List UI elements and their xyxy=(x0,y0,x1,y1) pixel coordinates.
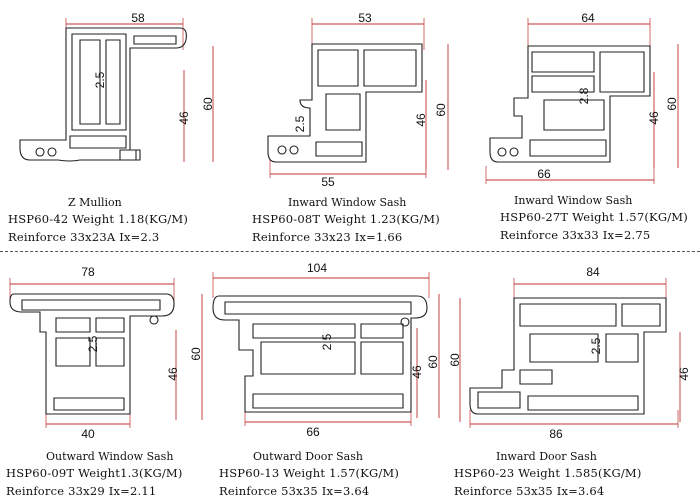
profile-drawing: 58 60 46 2.5 xyxy=(19,11,215,162)
profile-code-weight: HSP60-13 Weight 1.57(KG/M) xyxy=(219,466,400,480)
dim-height: 60 xyxy=(448,353,462,367)
dim-mid: 46 xyxy=(410,365,424,379)
dim-height: 60 xyxy=(665,97,679,111)
profile-panel-outward-window-sash: 78 60 46 2.5 40 Outward Window Sash HSP6… xyxy=(0,258,210,500)
profile-panel-inward-window-sash-27t: 64 60 46 2.8 66 Inward Window Sash HSP60… xyxy=(470,0,700,250)
dim-height: 60 xyxy=(434,103,448,117)
dim-inner: 2.8 xyxy=(577,87,591,104)
profile-reinforce: Reinforce 33x33 Ix=2.75 xyxy=(500,228,651,242)
dim-inner: 2.5 xyxy=(293,115,307,132)
profile-reinforce: Reinforce 33x23A Ix=2.3 xyxy=(8,230,160,244)
dim-top: 104 xyxy=(307,261,327,275)
dim-top: 64 xyxy=(581,11,595,25)
dim-inner: 2.5 xyxy=(589,337,603,354)
dim-bottom: 86 xyxy=(549,427,563,441)
profile-drawing: 53 60 46 2.5 55 xyxy=(267,11,449,189)
dim-bottom: 66 xyxy=(306,425,320,439)
profile-name: Z Mullion xyxy=(68,196,122,209)
profile-drawing: 78 60 46 2.5 40 xyxy=(9,265,203,441)
profile-code-weight: HSP60-42 Weight 1.18(KG/M) xyxy=(8,212,189,226)
dim-mid: 46 xyxy=(177,111,191,125)
profile-panel-z-mullion: 58 60 46 2.5 Z Mullion HSP60-42 Weight 1… xyxy=(0,0,235,250)
profile-drawing: 64 60 46 2.8 66 xyxy=(485,11,679,184)
row-divider xyxy=(0,251,700,252)
dim-bottom: 55 xyxy=(321,175,335,189)
dim-height: 60 xyxy=(426,355,440,369)
profile-drawing: 104 60 46 2.5 66 xyxy=(212,261,440,439)
profile-code-weight: HSP60-08T Weight 1.23(KG/M) xyxy=(252,212,440,226)
dim-top: 58 xyxy=(131,11,145,25)
dim-height: 60 xyxy=(201,97,215,111)
dim-top: 84 xyxy=(586,265,600,279)
profile-drawing: 84 60 46 2.5 86 xyxy=(448,265,691,441)
profile-name: Inward Window Sash xyxy=(514,194,633,207)
profile-name: Inward Door Sash xyxy=(496,450,597,463)
profile-reinforce: Reinforce 53x35 Ix=3.64 xyxy=(454,484,605,498)
profile-reinforce: Reinforce 33x29 Ix=2.11 xyxy=(6,484,157,498)
profile-panel-outward-door-sash: 104 60 46 2.5 66 Outward Door Sash HSP60… xyxy=(205,258,450,500)
dim-mid: 46 xyxy=(414,113,428,127)
dim-bottom: 66 xyxy=(537,167,551,181)
profile-code-weight: HSP60-27T Weight 1.57(KG/M) xyxy=(500,210,688,224)
profile-name: Outward Door Sash xyxy=(253,450,363,463)
dim-mid: 46 xyxy=(647,111,661,125)
profile-name: Inward Window Sash xyxy=(288,196,407,209)
profile-panel-inward-door-sash: 84 60 46 2.5 86 Inward Door Sash HSP60-2… xyxy=(448,258,700,500)
dim-mid: 46 xyxy=(677,367,691,381)
dim-bottom: 40 xyxy=(81,427,95,441)
profile-reinforce: Reinforce 33x23 Ix=1.66 xyxy=(252,230,403,244)
dim-top: 78 xyxy=(81,265,95,279)
dim-height: 60 xyxy=(189,347,203,361)
profile-panel-inward-window-sash-08t: 53 60 46 2.5 55 Inward Window Sash HSP60… xyxy=(240,0,465,250)
profile-name: Outward Window Sash xyxy=(46,450,174,463)
profile-code-weight: HSP60-09T Weight1.3(KG/M) xyxy=(6,466,183,480)
profile-reinforce: Reinforce 53x35 Ix=3.64 xyxy=(219,484,370,498)
dim-top: 53 xyxy=(358,11,372,25)
profile-code-weight: HSP60-23 Weight 1.585(KG/M) xyxy=(454,466,642,480)
dim-mid: 46 xyxy=(166,367,180,381)
